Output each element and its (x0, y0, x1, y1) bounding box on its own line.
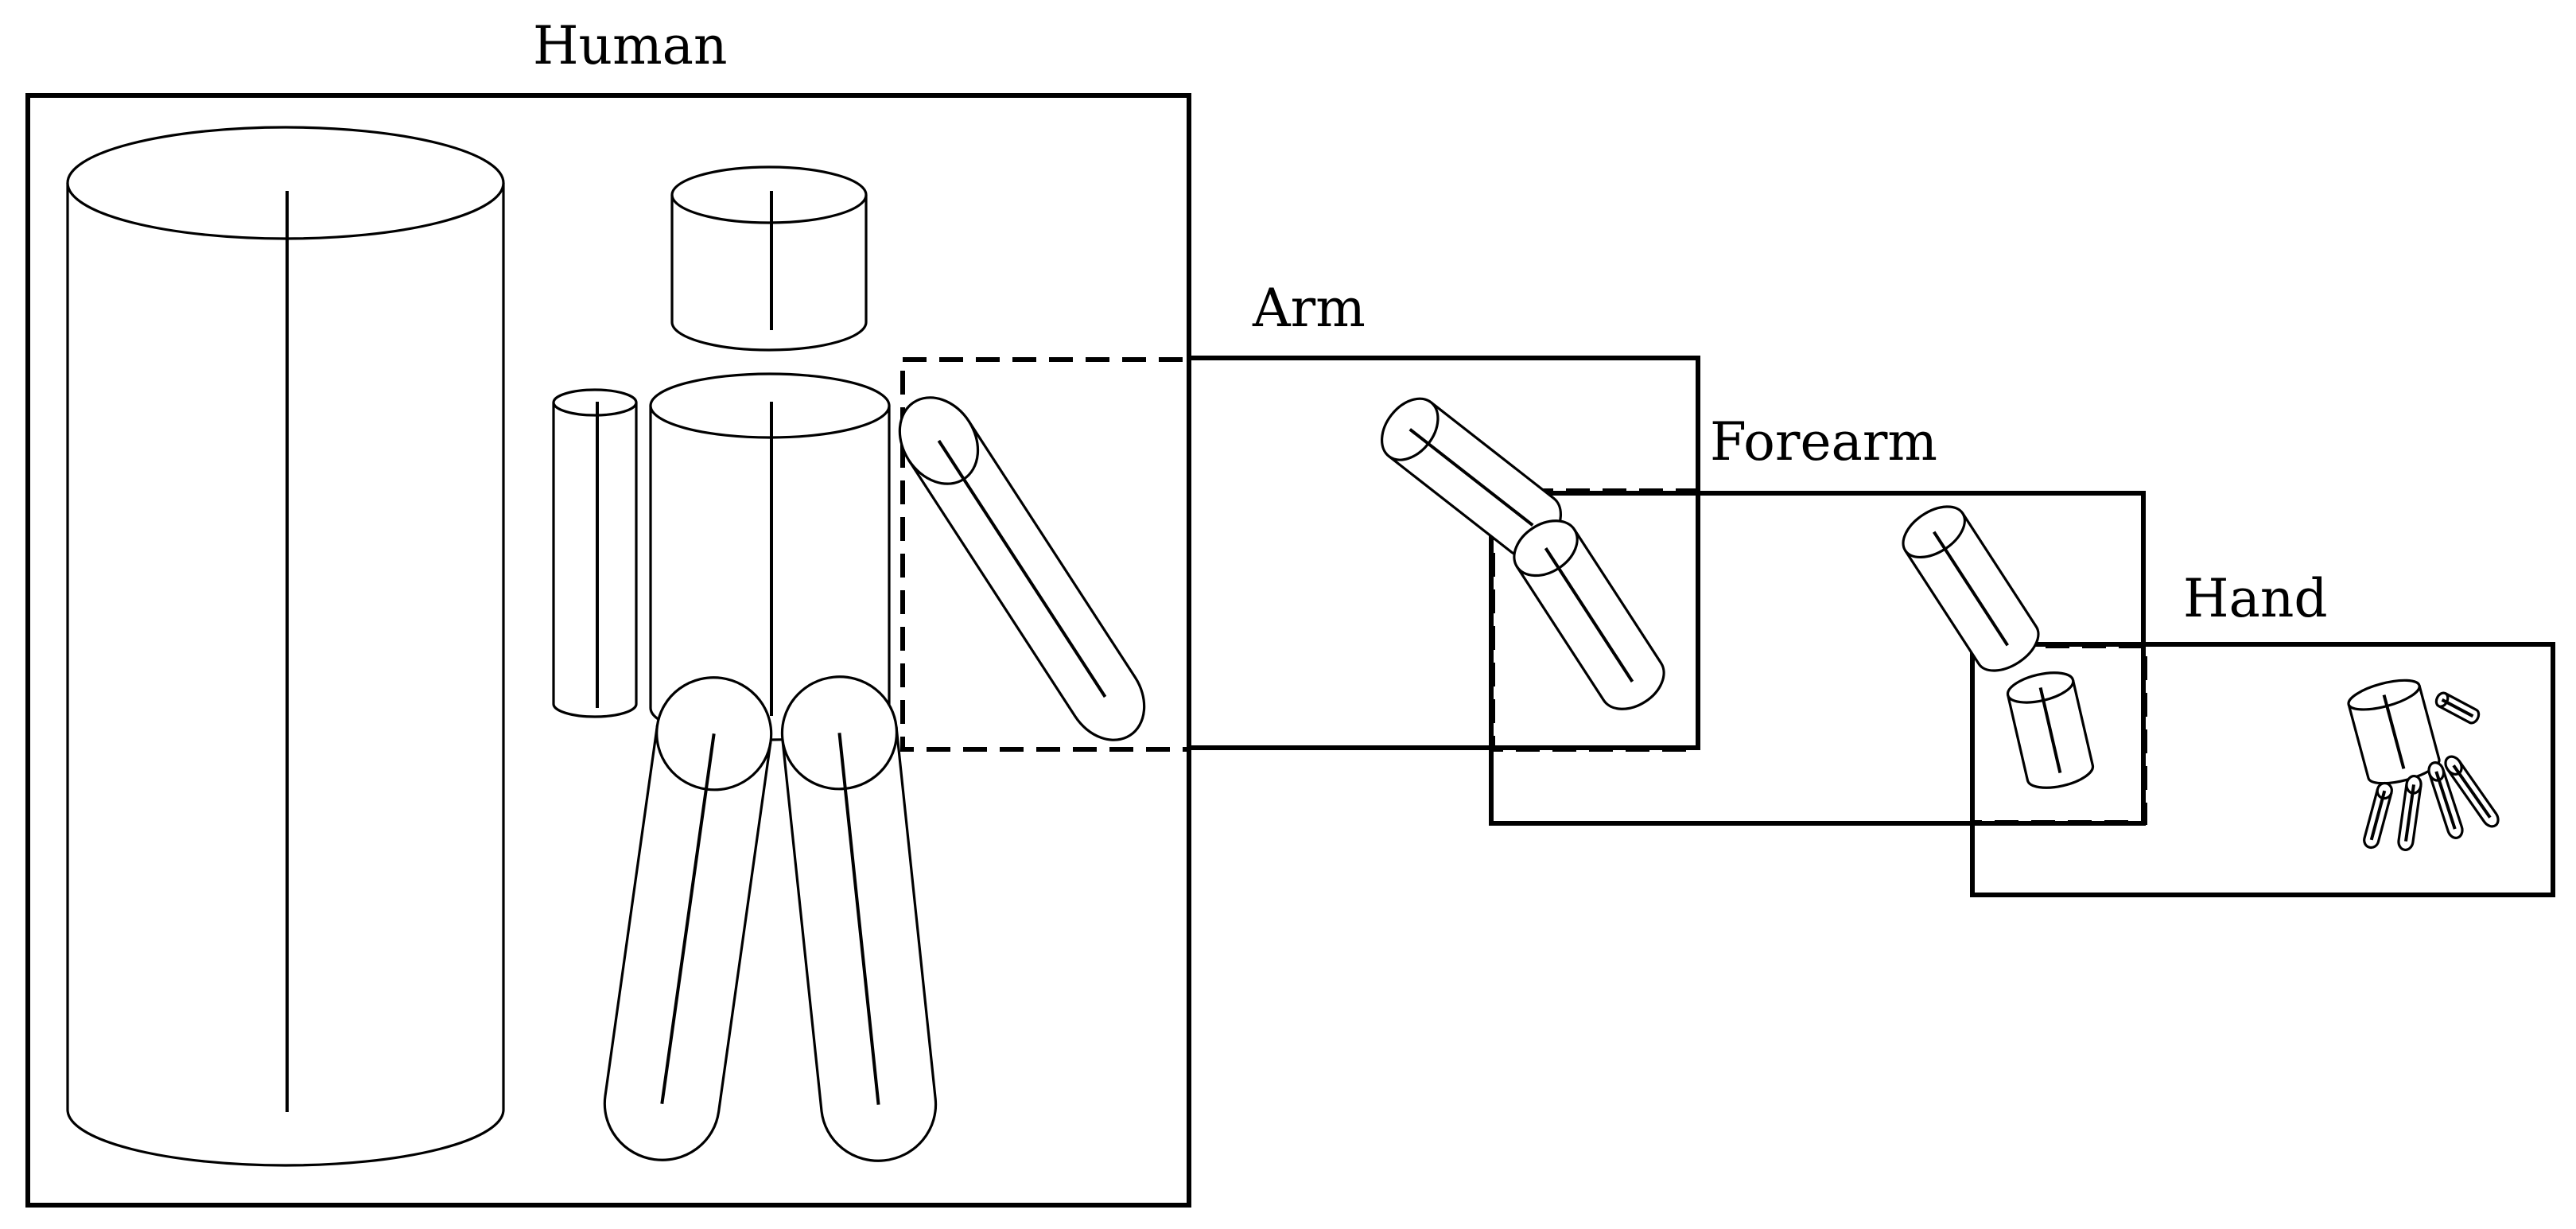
body-bounding-cylinder (66, 126, 505, 1167)
forearm-cylinder (1502, 508, 1676, 722)
forearm-label: Forearm (1710, 411, 1937, 473)
thumb-cylinder (2434, 690, 2481, 725)
head-cylinder (670, 165, 868, 352)
finger-cylinder-1 (2361, 780, 2395, 850)
hand-frame (1970, 642, 2555, 897)
arm-zoom-region (900, 357, 1191, 752)
lower-forearm-cylinder (1893, 495, 2049, 683)
hand-cylinder (2003, 666, 2097, 795)
finger-cylinder-2 (2396, 774, 2423, 852)
hand-label: Hand (2183, 568, 2328, 629)
right-arm-cylinder (884, 383, 1160, 755)
palm-cylinder (2345, 673, 2443, 791)
human-label: Human (533, 15, 728, 76)
left-arm-cylinder (552, 388, 638, 718)
right-leg-cylinder (776, 671, 941, 1167)
forearm-zoom-region (1490, 488, 1700, 752)
arm-label: Arm (1252, 278, 1366, 339)
torso-cylinder (649, 372, 891, 741)
hand-zoom-region (1970, 644, 2147, 825)
left-leg-cylinder (597, 670, 779, 1167)
